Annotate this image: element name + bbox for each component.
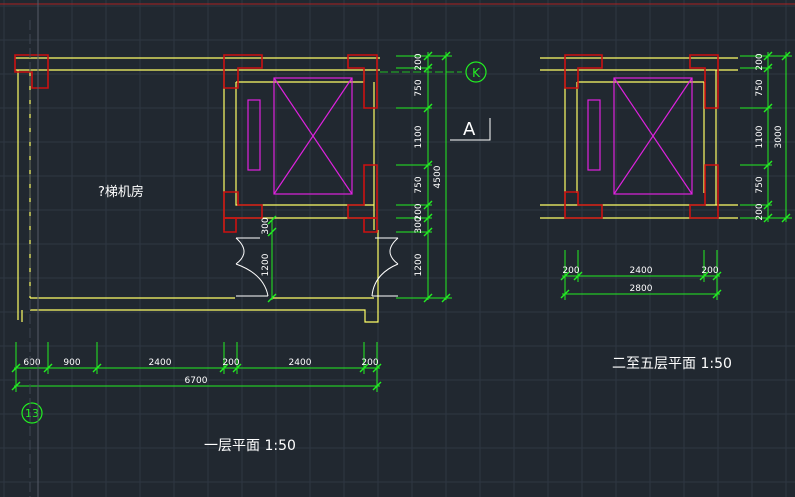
ground-dims-right-labels: 200 750 1100 750 200 300 1200 4500 300 1…: [261, 53, 443, 276]
ground-elevator-car: [247, 77, 353, 195]
dim-label: 2400: [630, 266, 653, 276]
upper-dims-bottom-labels: 200 2400 200 2800: [562, 266, 718, 294]
ground-dims-bottom-labels: 600 900 2400 200 2400 200 6700: [23, 358, 378, 386]
grid-label-13: 13: [25, 407, 39, 420]
grid-label-k: K: [472, 66, 481, 80]
upper-dims-right-ticks: [763, 51, 791, 223]
upper-elevator-car: [587, 77, 693, 195]
ground-walls: [15, 57, 380, 323]
dim-label: 200: [414, 203, 424, 220]
dim-label: 750: [755, 79, 765, 96]
room-label: ?梯机房: [98, 184, 144, 200]
dim-label: 200: [755, 53, 765, 70]
title-ground-floor: 一层平面 1:50: [204, 438, 296, 454]
upper-dims-right-labels: 200 750 1100 750 200 3000: [755, 53, 784, 220]
dim-label: 750: [755, 176, 765, 193]
dim-label: 200: [414, 53, 424, 70]
ground-dims-right-ticks: [267, 51, 451, 303]
dim-label: 1200: [414, 253, 424, 276]
grid-bubble-13: 13: [21, 402, 43, 424]
upper-dims-bottom-ticks: [560, 271, 722, 299]
ground-doors: [235, 237, 399, 297]
dim-label: 200: [222, 358, 239, 368]
upper-dims-right: [740, 52, 792, 222]
upper-columns: [564, 54, 719, 219]
door-dim-label: 1200: [261, 253, 271, 276]
dim-label: 200: [755, 203, 765, 220]
dim-label: 600: [23, 358, 40, 368]
dim-label: 200: [361, 358, 378, 368]
dim-label: 750: [414, 176, 424, 193]
dim-label: 200: [562, 266, 579, 276]
dim-label: 900: [63, 358, 80, 368]
dim-label: 300: [261, 217, 271, 234]
dim-total-label: 3000: [774, 125, 784, 148]
title-upper-floors: 二至五层平面 1:50: [612, 356, 732, 372]
ground-dims-right: [271, 52, 452, 300]
dim-label: 200: [701, 266, 718, 276]
ground-floor-plan: ?梯机房 A K 13: [11, 51, 491, 454]
dim-label: 2400: [149, 358, 172, 368]
dim-label: 2400: [289, 358, 312, 368]
dim-total-label: 4500: [433, 165, 443, 188]
dim-label: 300: [414, 216, 424, 233]
upper-floor-plan: 200 2400 200 2800 200: [540, 51, 792, 372]
dim-total-label: 6700: [185, 376, 208, 386]
dim-total-label: 2800: [630, 284, 653, 294]
section-mark-label: A: [463, 119, 476, 140]
section-mark: A: [450, 118, 491, 141]
ground-columns: [14, 54, 378, 233]
grid-bubble-k: K: [380, 61, 487, 83]
dim-label: 1100: [414, 125, 424, 148]
ground-dims-bottom-ticks: [11, 363, 382, 391]
dim-label: 750: [414, 79, 424, 96]
dim-label: 1100: [755, 125, 765, 148]
